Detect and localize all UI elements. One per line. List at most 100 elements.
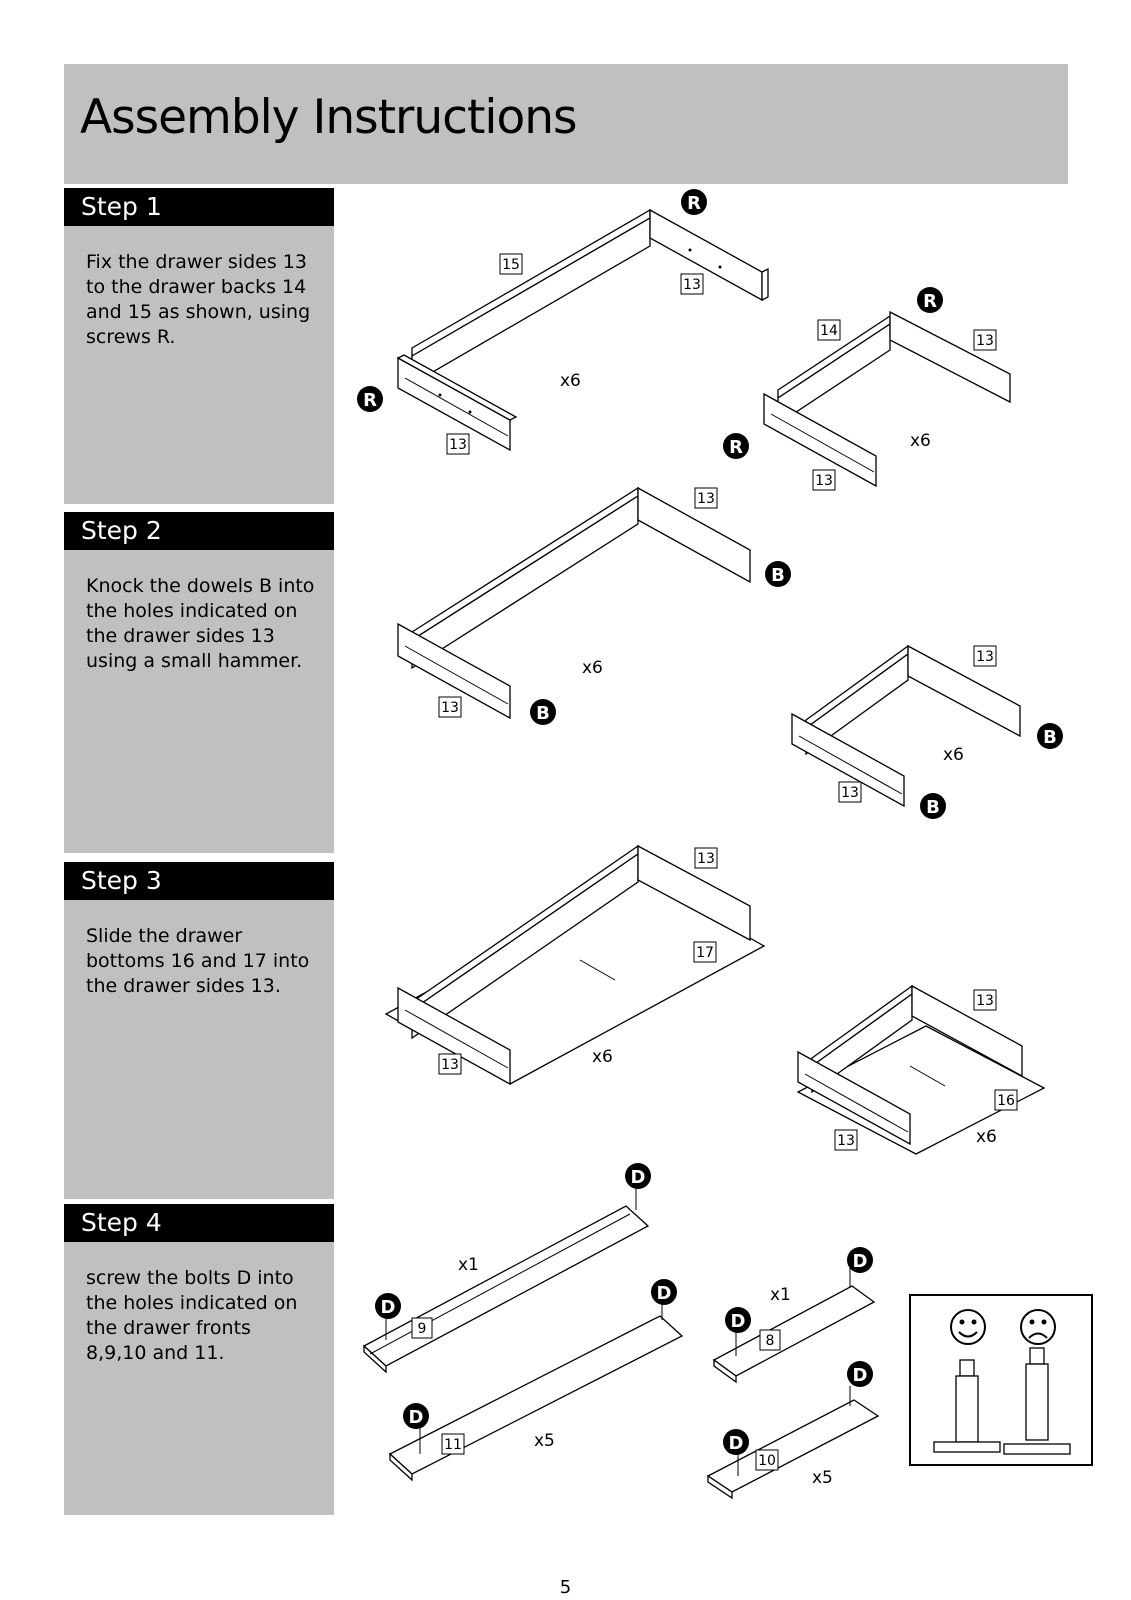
part-label-13: 13 bbox=[694, 487, 718, 509]
quantity-x1: x1 bbox=[458, 1255, 479, 1275]
fitting-d-badge: D bbox=[375, 1293, 401, 1319]
svg-text:13: 13 bbox=[976, 649, 994, 665]
quantity-x5: x5 bbox=[534, 1431, 555, 1451]
svg-text:11: 11 bbox=[444, 1437, 462, 1453]
svg-text:13: 13 bbox=[841, 785, 859, 801]
svg-text:13: 13 bbox=[683, 277, 701, 293]
part-label-13: 13 bbox=[446, 433, 470, 455]
part-label-13: 13 bbox=[680, 273, 704, 295]
header-bar: Assembly Instructions bbox=[64, 64, 1068, 184]
quantity-x6: x6 bbox=[910, 431, 931, 451]
step-3-title: Step 3 bbox=[64, 862, 334, 900]
svg-text:D: D bbox=[853, 1251, 868, 1272]
step-2-large-frame bbox=[397, 486, 751, 720]
fitting-b-badge: B bbox=[530, 699, 556, 725]
svg-text:R: R bbox=[923, 291, 937, 312]
svg-text:D: D bbox=[381, 1297, 396, 1318]
fitting-b-badge: B bbox=[1037, 723, 1063, 749]
part-label-13: 13 bbox=[973, 645, 997, 667]
svg-text:8: 8 bbox=[766, 1333, 775, 1349]
svg-text:B: B bbox=[771, 565, 785, 586]
fitting-r-badge: R bbox=[723, 433, 749, 459]
svg-text:13: 13 bbox=[976, 993, 994, 1009]
svg-text:13: 13 bbox=[976, 333, 994, 349]
step-2-box: Knock the dowels B into the holes indica… bbox=[64, 550, 334, 853]
svg-text:9: 9 bbox=[418, 1321, 427, 1337]
svg-text:15: 15 bbox=[502, 257, 520, 273]
svg-text:13: 13 bbox=[815, 473, 833, 489]
part-label-10: 10 bbox=[755, 1449, 779, 1471]
step-4-text: screw the bolts D into the holes indicat… bbox=[86, 1267, 298, 1364]
incorrect-bolt-icon bbox=[1003, 1347, 1071, 1455]
quantity-x6: x6 bbox=[976, 1127, 997, 1147]
svg-text:17: 17 bbox=[696, 945, 714, 961]
fitting-d-badge: D bbox=[723, 1429, 749, 1455]
part-label-17: 17 bbox=[693, 941, 717, 963]
svg-text:D: D bbox=[729, 1433, 744, 1454]
part-label-16: 16 bbox=[994, 1089, 1018, 1111]
part-label-13: 13 bbox=[973, 329, 997, 351]
quantity-x6: x6 bbox=[560, 371, 581, 391]
step-2-text: Knock the dowels B into the holes indica… bbox=[86, 575, 315, 672]
fitting-d-badge: D bbox=[625, 1163, 651, 1189]
drawer-front-8 bbox=[712, 1285, 876, 1384]
part-label-11: 11 bbox=[441, 1433, 465, 1455]
svg-text:D: D bbox=[631, 1167, 646, 1188]
step-3-large-frame bbox=[384, 844, 766, 1086]
part-label-13: 13 bbox=[694, 847, 718, 869]
quantity-x6: x6 bbox=[582, 658, 603, 678]
page-title: Assembly Instructions bbox=[80, 90, 578, 145]
part-label-13: 13 bbox=[834, 1129, 858, 1151]
bolt-depth-guide bbox=[909, 1294, 1093, 1466]
svg-text:R: R bbox=[363, 390, 377, 411]
svg-text:13: 13 bbox=[449, 437, 467, 453]
fitting-b-badge: B bbox=[920, 793, 946, 819]
quantity-x5: x5 bbox=[812, 1468, 833, 1488]
quantity-x6: x6 bbox=[943, 745, 964, 765]
svg-text:13: 13 bbox=[441, 700, 459, 716]
svg-text:B: B bbox=[926, 797, 940, 818]
step-2-small-frame bbox=[791, 644, 1021, 808]
fitting-d-badge: D bbox=[847, 1361, 873, 1387]
step-1-small-frame bbox=[763, 310, 1011, 488]
fitting-d-badge: D bbox=[725, 1307, 751, 1333]
fitting-d-badge: D bbox=[847, 1247, 873, 1273]
step-3-small-frame bbox=[796, 984, 1046, 1155]
svg-text:13: 13 bbox=[837, 1133, 855, 1149]
fitting-d-badge: D bbox=[651, 1279, 677, 1305]
quantity-x1: x1 bbox=[770, 1285, 791, 1305]
part-label-13: 13 bbox=[438, 1053, 462, 1075]
step-3-box: Slide the drawer bottoms 16 and 17 into … bbox=[64, 900, 334, 1199]
svg-text:B: B bbox=[1043, 727, 1057, 748]
step-1-large-frame bbox=[396, 208, 769, 452]
part-label-13: 13 bbox=[973, 989, 997, 1011]
fitting-r-badge: R bbox=[357, 386, 383, 412]
part-label-15: 15 bbox=[499, 253, 523, 275]
step-1-text: Fix the drawer sides 13 to the drawer ba… bbox=[86, 251, 311, 348]
happy-face-icon bbox=[950, 1309, 986, 1345]
fitting-d-badge: D bbox=[403, 1403, 429, 1429]
svg-text:D: D bbox=[731, 1311, 746, 1332]
step-4-box: screw the bolts D into the holes indicat… bbox=[64, 1242, 334, 1515]
step-4-title: Step 4 bbox=[64, 1204, 334, 1242]
svg-text:13: 13 bbox=[697, 491, 715, 507]
svg-text:10: 10 bbox=[758, 1453, 776, 1469]
part-label-13: 13 bbox=[838, 781, 862, 803]
fitting-b-badge: B bbox=[765, 561, 791, 587]
part-label-14: 14 bbox=[817, 319, 841, 341]
svg-text:14: 14 bbox=[820, 323, 838, 339]
correct-bolt-icon bbox=[933, 1359, 1001, 1453]
part-label-9: 9 bbox=[411, 1317, 433, 1339]
sad-face-icon bbox=[1020, 1309, 1056, 1345]
step-1-box: Fix the drawer sides 13 to the drawer ba… bbox=[64, 226, 334, 504]
svg-text:R: R bbox=[729, 437, 743, 458]
fitting-r-badge: R bbox=[917, 287, 943, 313]
svg-text:16: 16 bbox=[997, 1093, 1015, 1109]
svg-text:D: D bbox=[657, 1283, 672, 1304]
step-2-title: Step 2 bbox=[64, 512, 334, 550]
svg-text:R: R bbox=[687, 193, 701, 214]
part-label-8: 8 bbox=[759, 1329, 781, 1351]
svg-text:B: B bbox=[536, 703, 550, 724]
step-3-text: Slide the drawer bottoms 16 and 17 into … bbox=[86, 925, 310, 997]
drawer-front-10 bbox=[706, 1399, 880, 1500]
